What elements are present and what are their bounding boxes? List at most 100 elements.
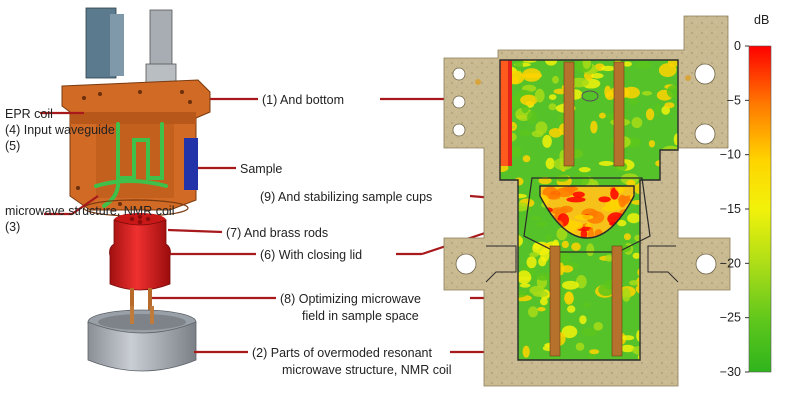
field-blob	[567, 305, 576, 313]
field-blob	[528, 306, 538, 318]
brass-rod-2	[148, 288, 152, 314]
field-blob	[564, 291, 574, 305]
label-2-line1: (2) Parts of overmoded resonant	[252, 346, 432, 360]
field-blob	[514, 60, 523, 71]
field-blob	[531, 130, 544, 138]
field-cross-section	[443, 15, 731, 387]
field-blob	[561, 325, 578, 339]
upper-rod-left	[563, 61, 575, 167]
field-blob	[520, 94, 538, 106]
field-blob	[519, 129, 533, 137]
field-blob	[527, 110, 537, 125]
field-blob	[604, 85, 612, 98]
field-blob	[540, 248, 550, 262]
field-blob	[632, 252, 641, 259]
field-blob	[519, 283, 531, 288]
lower-rod-right	[611, 245, 623, 357]
field-blob	[626, 179, 636, 188]
field-blob	[618, 194, 627, 208]
field-blob	[627, 213, 641, 224]
colorbar-tick-label: −30	[720, 365, 741, 379]
cavity-outline	[499, 59, 679, 361]
field-blob	[521, 104, 529, 114]
label-6: (6) With closing lid	[260, 248, 362, 262]
label-2-line2-visible: microwave structure, NMR coil	[282, 363, 451, 377]
field-blob	[605, 254, 613, 262]
field-blob	[556, 227, 568, 241]
colorbar-tick-label: −25	[720, 311, 741, 325]
field-blob	[578, 167, 591, 173]
label-8-line1: (8) Optimizing microwave	[280, 292, 421, 306]
label-4: Sample	[240, 162, 282, 176]
field-blob	[620, 344, 635, 353]
lid-holes	[129, 214, 151, 225]
field-blob	[654, 103, 661, 117]
field-blob	[526, 256, 537, 269]
field-blob	[509, 146, 522, 158]
field-blob	[590, 120, 598, 134]
field-blob	[598, 161, 614, 166]
colorbar-tick-label: −10	[720, 148, 741, 162]
field-blob	[529, 252, 539, 258]
field-blob	[621, 288, 631, 302]
field-blob	[623, 233, 631, 241]
field-blob	[645, 108, 655, 121]
field-blob	[631, 117, 643, 129]
waveguide-part	[184, 138, 198, 190]
field-blob	[580, 229, 588, 238]
field-blob	[542, 134, 552, 148]
field-blob	[571, 242, 581, 251]
field-blob	[589, 349, 600, 355]
left-post-side	[110, 14, 124, 76]
label-1: (1) And bottom	[262, 93, 344, 107]
field-blob	[532, 242, 541, 250]
field-blob	[548, 128, 563, 138]
field-blob	[542, 243, 551, 248]
field-blob	[588, 352, 595, 360]
housing-band	[70, 112, 196, 124]
field-blob	[562, 280, 579, 290]
field-blob	[574, 214, 594, 220]
field-blob	[566, 196, 586, 203]
field-blob	[534, 88, 545, 103]
field-blob	[617, 186, 624, 194]
field-blob	[517, 270, 532, 285]
field-blob	[667, 60, 678, 67]
cylinder-rod-2	[150, 306, 154, 324]
field-blob	[572, 191, 585, 198]
left-notch	[485, 245, 517, 283]
epr-coil	[94, 122, 168, 208]
field-blob	[530, 216, 542, 221]
field-blob	[593, 322, 603, 331]
colorbar-tick-label: 0	[734, 39, 741, 53]
colorbar: dB 0−5−10−15−20−25−30	[720, 13, 772, 379]
colorbar-tick-label: −5	[727, 93, 741, 107]
label-3-number: microwave structure, NMR coil	[5, 204, 174, 218]
cylinder-rod-1	[130, 306, 134, 324]
field-blob	[622, 61, 632, 67]
colorbar-tick-label: −20	[720, 256, 741, 270]
exploded-model	[61, 7, 211, 372]
screw-heads	[475, 75, 691, 85]
field-blob	[552, 75, 559, 84]
colorbar-unit: dB	[754, 13, 769, 27]
bolt-holes	[452, 63, 717, 275]
field-blob	[537, 307, 546, 312]
field-blob	[572, 172, 590, 187]
field-blob	[540, 297, 548, 306]
right-post	[149, 9, 173, 69]
field-blob	[617, 219, 627, 227]
field-blob	[545, 157, 555, 170]
right-notch	[647, 245, 679, 283]
field-blob	[529, 285, 545, 295]
field-blob	[547, 194, 561, 200]
field-blob	[629, 280, 639, 286]
field-blob	[600, 65, 616, 72]
field-blob	[599, 112, 606, 119]
field-blob	[538, 176, 552, 185]
field-blob	[550, 207, 568, 215]
closing-lid	[109, 219, 171, 291]
label-3-text: (3)	[5, 220, 20, 234]
field-blob	[601, 205, 619, 212]
